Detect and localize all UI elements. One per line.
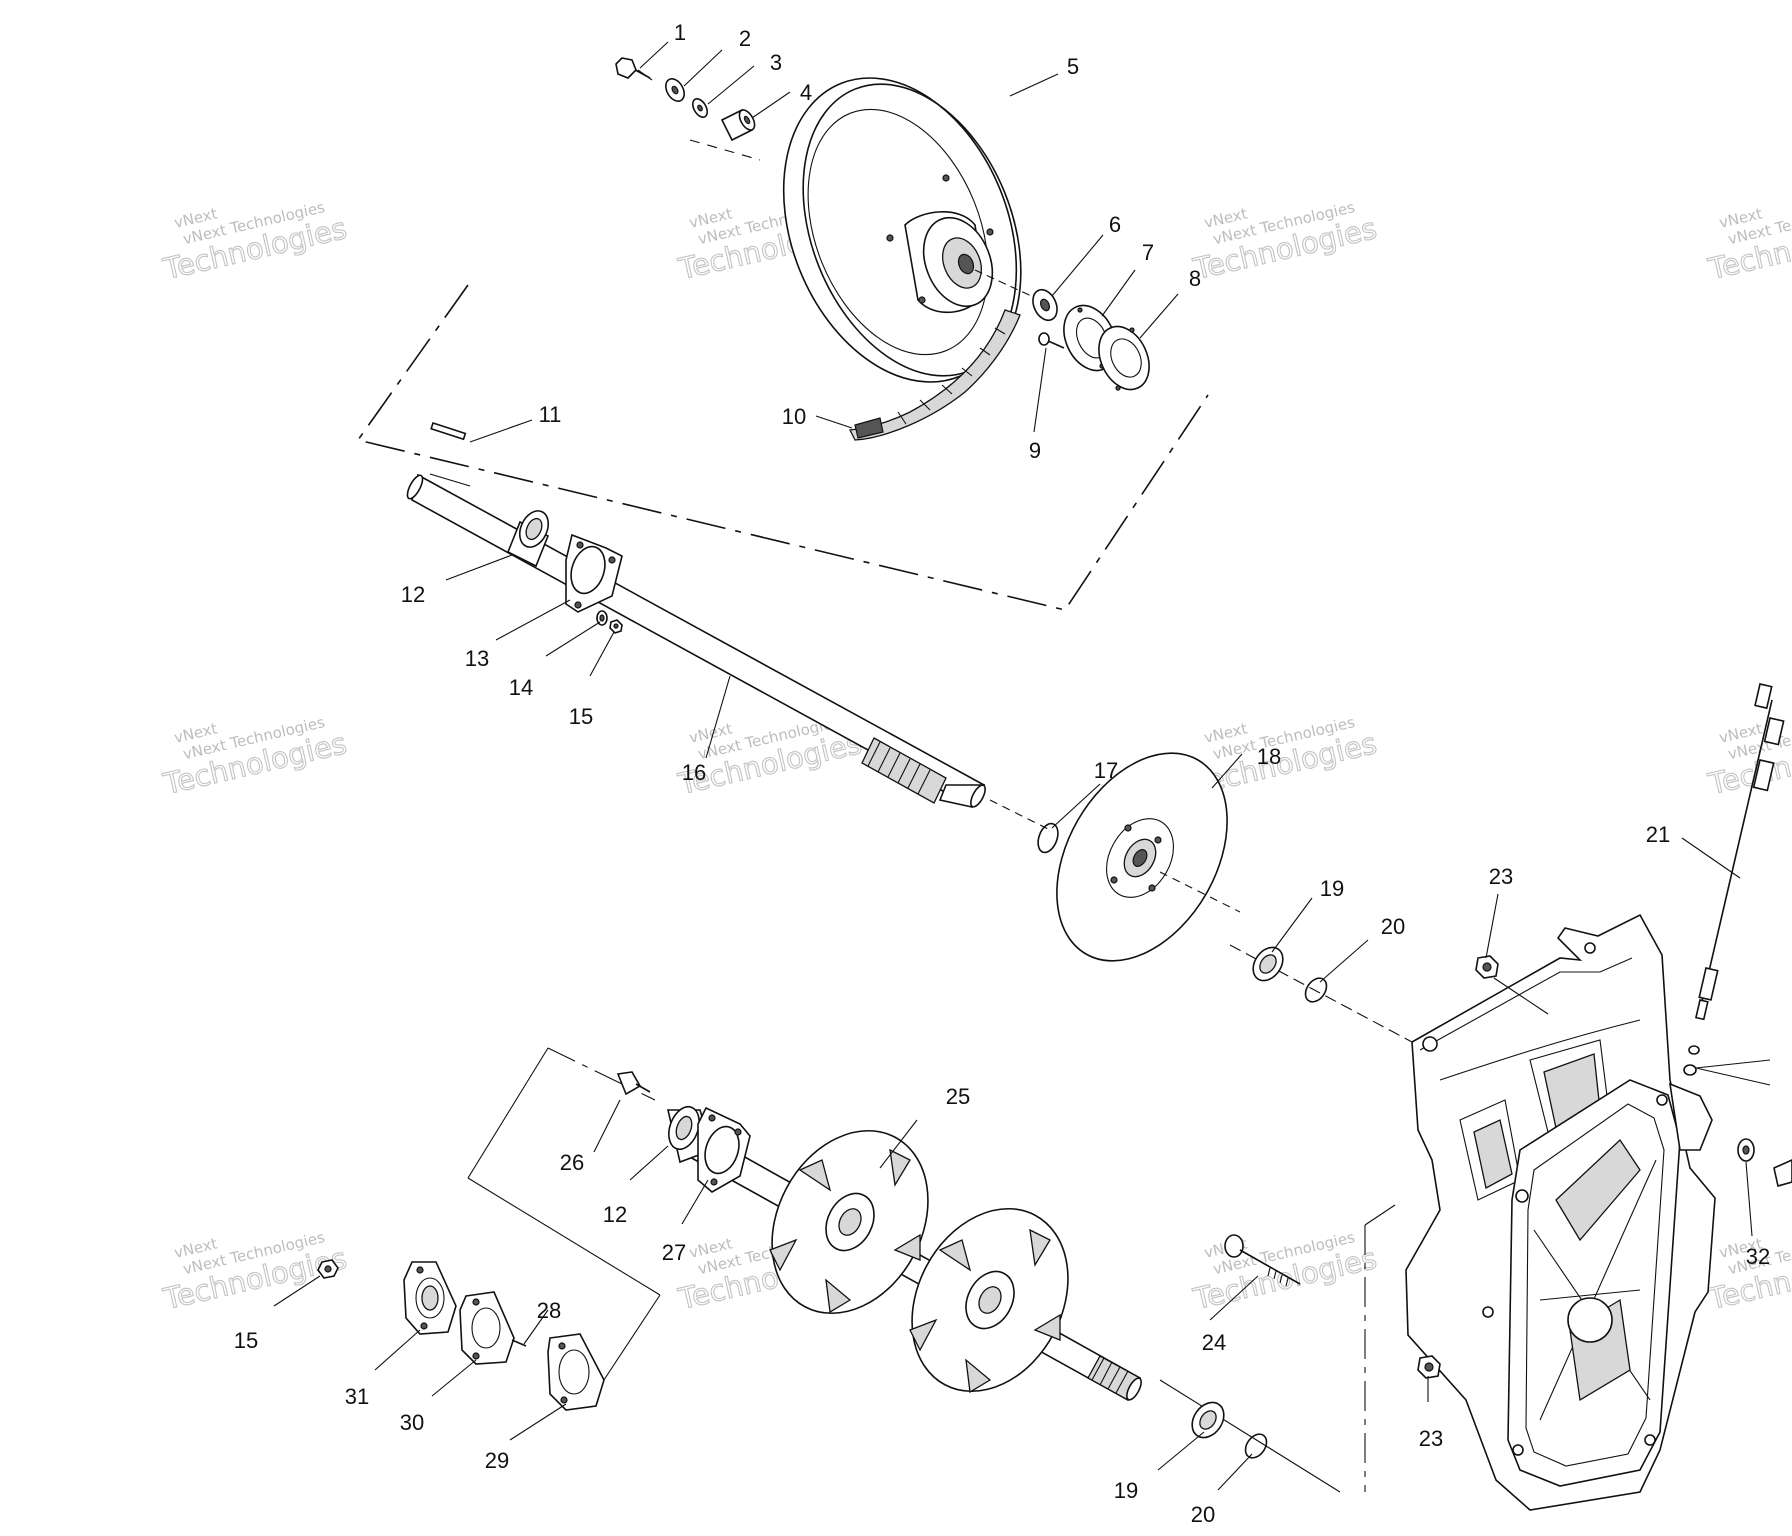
callout-28: 28 xyxy=(537,1298,561,1323)
callout-19-upper: 19 xyxy=(1320,876,1344,901)
leader-lines xyxy=(273,41,1753,1491)
part-oring-20-upper xyxy=(1304,977,1328,1003)
callout-23-lower: 23 xyxy=(1419,1426,1443,1451)
lower-assembly-bracket-right xyxy=(595,1294,661,1393)
part-snapring-17 xyxy=(1037,822,1059,854)
part-flangeplate-31 xyxy=(403,1261,457,1335)
callout-15-upper: 15 xyxy=(569,704,593,729)
callout-20-upper: 20 xyxy=(1381,914,1405,939)
lower-assembly-bracket-left xyxy=(467,1047,549,1179)
part-washer-6 xyxy=(1032,288,1058,322)
upper-assembly-boundary xyxy=(356,284,1209,611)
callout-23-upper: 23 xyxy=(1489,864,1513,889)
part-washer-32 xyxy=(1737,1138,1792,1188)
part-flangette-27 xyxy=(697,1106,751,1193)
watermark-5: vNext vNext Technologies Technologies xyxy=(159,713,350,802)
drive-shaft-axis-line xyxy=(1229,944,1413,1043)
callout-18: 18 xyxy=(1257,744,1281,769)
callout-labels: 1 2 3 4 5 6 7 8 9 10 11 12 13 14 15 16 1… xyxy=(234,20,1770,1527)
watermark-4: vNext vNext Technologies Technologies xyxy=(1704,198,1792,287)
part-bearing-19-upper xyxy=(1252,946,1284,982)
part-nut-23-upper xyxy=(1475,955,1499,979)
part-bolt-24 xyxy=(1224,1234,1301,1287)
callout-27: 27 xyxy=(662,1240,686,1265)
callout-17: 17 xyxy=(1094,758,1118,783)
part-flangette-13 xyxy=(565,533,623,613)
callout-11: 11 xyxy=(539,402,562,427)
upper-centerline xyxy=(689,139,761,161)
part-shaft-16 xyxy=(406,473,1051,831)
part-lockwasher-14 xyxy=(596,610,608,626)
lower-assembly-bracket-top xyxy=(547,1047,656,1101)
callout-12-lower: 12 xyxy=(603,1202,627,1227)
callout-4: 4 xyxy=(800,80,812,105)
part-belt-10 xyxy=(849,309,1021,441)
housing-centerline-top xyxy=(1364,1204,1396,1226)
callout-8: 8 xyxy=(1189,266,1201,291)
callout-6: 6 xyxy=(1109,212,1121,237)
callout-7: 7 xyxy=(1142,240,1154,265)
part-bearing-12-upper xyxy=(506,510,550,568)
callout-26: 26 xyxy=(560,1150,584,1175)
part-spacer-4 xyxy=(720,108,756,142)
watermark-11: vNext vNext Technologies Technologies xyxy=(1189,1228,1380,1317)
watermark-3: vNext vNext Technologies Technologies xyxy=(1189,198,1380,287)
callout-32: 32 xyxy=(1746,1244,1770,1269)
part-oring-20-lower xyxy=(1244,1433,1268,1459)
callout-9: 9 xyxy=(1029,438,1041,463)
part-cable-21 xyxy=(1694,683,1785,1021)
lower-assembly-bracket-bottom xyxy=(467,1177,661,1296)
part-washer-22 xyxy=(1683,1045,1771,1086)
part-chaincase-housing xyxy=(1405,913,1716,1511)
part-sheave-5 xyxy=(782,77,1041,383)
part-plate-8 xyxy=(1098,325,1150,391)
callout-5: 5 xyxy=(1067,54,1079,79)
part-flangeplate-30 xyxy=(459,1291,515,1365)
part-nut-23-lower xyxy=(1417,1355,1441,1379)
callout-15-lower: 15 xyxy=(234,1328,258,1353)
assembly-boundary-lines xyxy=(356,139,1413,1493)
callout-13: 13 xyxy=(465,646,489,671)
callout-25: 25 xyxy=(946,1084,970,1109)
watermark-8: vNext vNext Technologies Technologies xyxy=(1704,713,1792,802)
part-brakedisc-18 xyxy=(1056,752,1241,962)
callout-1: 1 xyxy=(674,20,686,45)
part-bearing-19-lower xyxy=(1191,1401,1225,1439)
callout-29: 29 xyxy=(485,1448,509,1473)
callout-10: 10 xyxy=(782,404,806,429)
watermark-9: vNext vNext Technologies Technologies xyxy=(159,1228,350,1317)
lower-shaft-centerline xyxy=(1159,1379,1341,1493)
callout-19-lower: 19 xyxy=(1114,1478,1138,1503)
part-nut-15-lower xyxy=(317,1259,339,1279)
part-flangeplate-29 xyxy=(547,1333,605,1411)
callout-31: 31 xyxy=(345,1384,369,1409)
part-bolt-26 xyxy=(616,1071,651,1096)
callout-14: 14 xyxy=(509,675,533,700)
part-nut-15-upper xyxy=(609,619,623,634)
callout-30: 30 xyxy=(400,1410,424,1435)
part-washer-3 xyxy=(691,98,709,118)
callout-12-upper: 12 xyxy=(401,582,425,607)
callout-2: 2 xyxy=(739,26,751,51)
watermark-1: vNext vNext Technologies Technologies xyxy=(159,198,350,287)
part-pin-28 xyxy=(511,1339,527,1347)
callout-21: 21 xyxy=(1646,822,1670,847)
callout-3: 3 xyxy=(770,50,782,75)
part-key-11 xyxy=(430,421,467,441)
callout-24: 24 xyxy=(1202,1330,1226,1355)
part-washer-2 xyxy=(665,78,685,102)
callout-16: 16 xyxy=(682,760,706,785)
part-driveshaft-25 xyxy=(686,1129,1142,1402)
part-screw-9 xyxy=(1038,332,1065,349)
part-bolt-1 xyxy=(615,57,653,81)
callout-20-lower: 20 xyxy=(1191,1502,1215,1527)
